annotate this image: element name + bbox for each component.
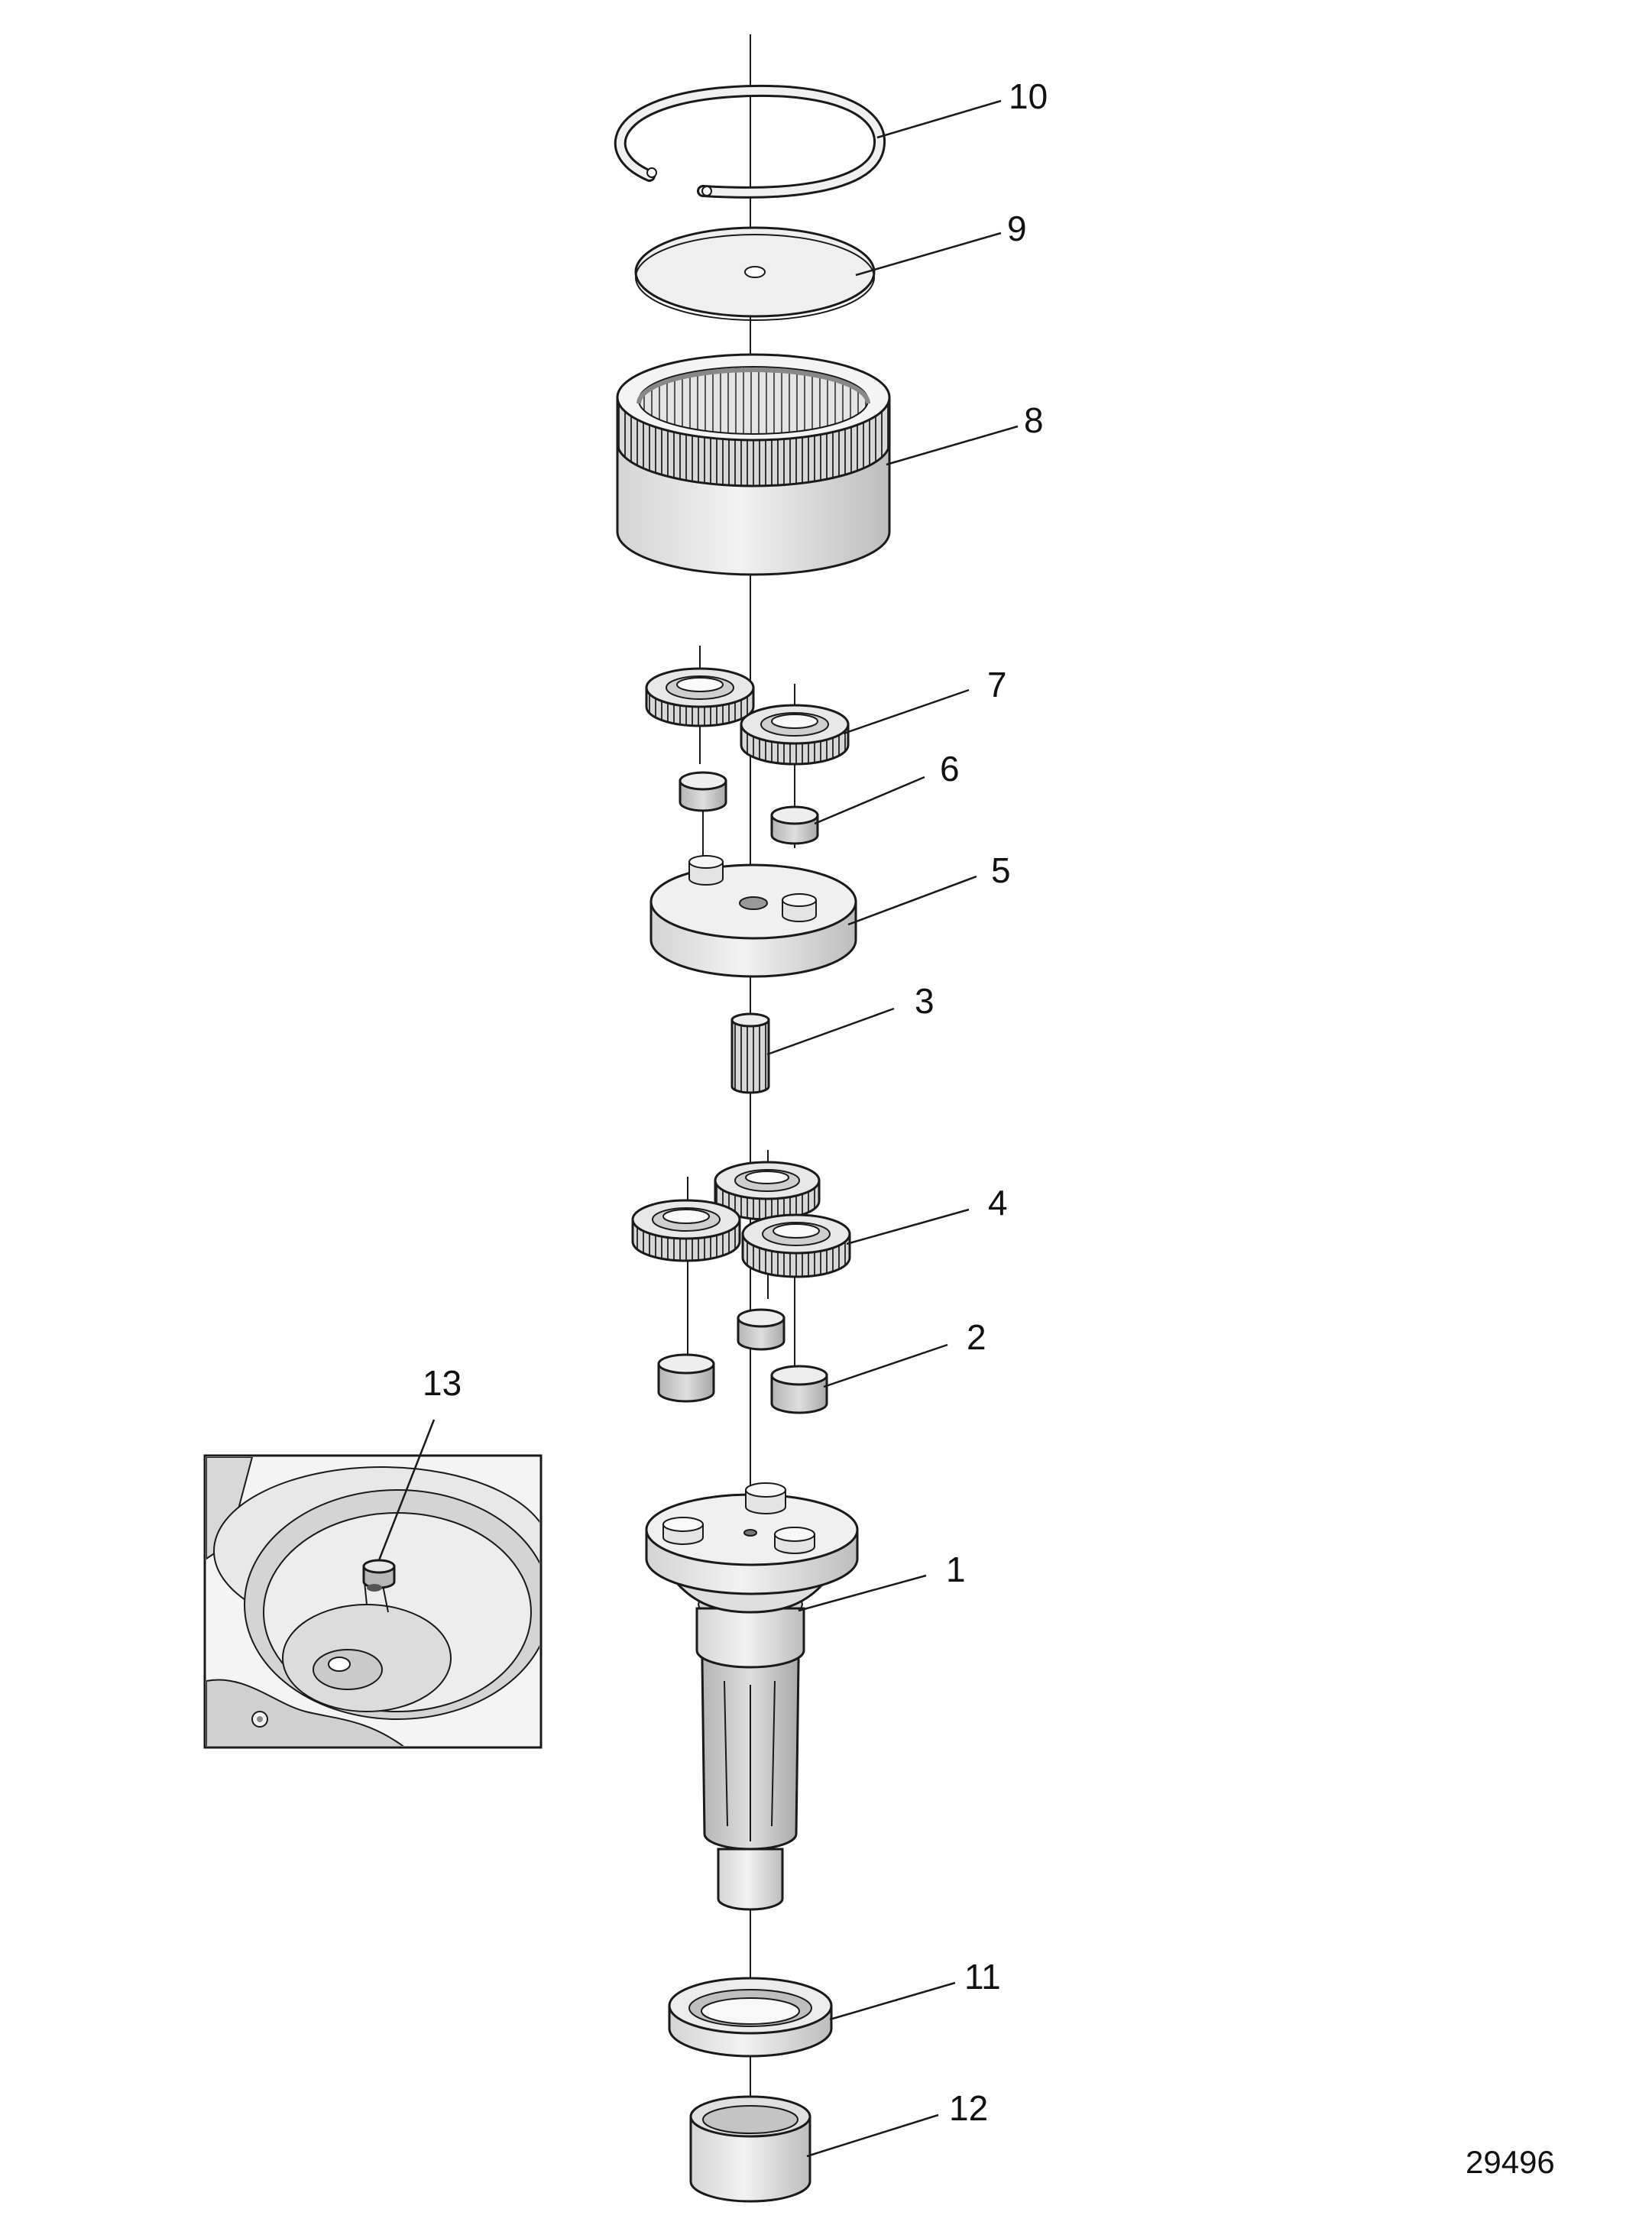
output-shaft-bearing bbox=[668, 1977, 833, 2058]
callout-7: 7 bbox=[987, 665, 1007, 704]
callout-3: 3 bbox=[915, 981, 935, 1021]
leader-line-3 bbox=[766, 1007, 895, 1056]
leader-line-9 bbox=[855, 232, 1002, 277]
leader-line-12 bbox=[806, 2113, 939, 2158]
thrust-washer bbox=[634, 226, 876, 321]
callout-13: 13 bbox=[423, 1363, 462, 1403]
inset-detail-view bbox=[203, 1454, 543, 1749]
leader-line-4 bbox=[846, 1208, 970, 1245]
lower-needle-bearing-right bbox=[770, 1365, 828, 1414]
callout-9: 9 bbox=[1007, 209, 1027, 248]
callout-5: 5 bbox=[991, 850, 1011, 890]
callout-8: 8 bbox=[1024, 400, 1044, 440]
figure-id: 29496 bbox=[1466, 2144, 1555, 2180]
drain-plug bbox=[362, 1559, 396, 1592]
leader-line-5 bbox=[847, 875, 977, 926]
carrier-output-shaft bbox=[645, 1482, 859, 1911]
upper-planet-gear-right bbox=[740, 684, 850, 848]
lower-needle-bearing-left bbox=[657, 1353, 715, 1403]
callout-12: 12 bbox=[949, 2088, 988, 2128]
bushing bbox=[689, 2095, 811, 2203]
lower-needle-bearing-back bbox=[737, 1308, 786, 1351]
leader-line-11 bbox=[829, 1981, 956, 2021]
callout-11: 11 bbox=[964, 1957, 1001, 1997]
upper-needle-bearing-right bbox=[770, 805, 819, 845]
leader-line-6 bbox=[814, 776, 925, 825]
circlip-ring bbox=[614, 85, 886, 199]
upper-planet-gear-left bbox=[645, 646, 755, 764]
callout-2: 2 bbox=[967, 1317, 986, 1357]
callout-4: 4 bbox=[988, 1183, 1008, 1223]
leader-line-1 bbox=[798, 1574, 927, 1612]
ring-gear bbox=[616, 353, 891, 576]
leader-line-2 bbox=[823, 1343, 948, 1388]
callout-1: 1 bbox=[946, 1550, 966, 1589]
sun-gear-shaft bbox=[730, 1012, 770, 1094]
lower-planet-gear-left bbox=[631, 1177, 741, 1368]
callout-10: 10 bbox=[1009, 76, 1048, 116]
lower-planet-gear-right bbox=[741, 1213, 851, 1368]
leader-line-7 bbox=[843, 688, 970, 735]
leader-line-8 bbox=[886, 425, 1019, 466]
planet-carrier bbox=[649, 810, 857, 978]
leader-line-10 bbox=[876, 99, 1002, 139]
callout-6: 6 bbox=[940, 749, 960, 789]
upper-needle-bearing-left bbox=[679, 771, 727, 812]
leader-line-13 bbox=[377, 1419, 436, 1561]
